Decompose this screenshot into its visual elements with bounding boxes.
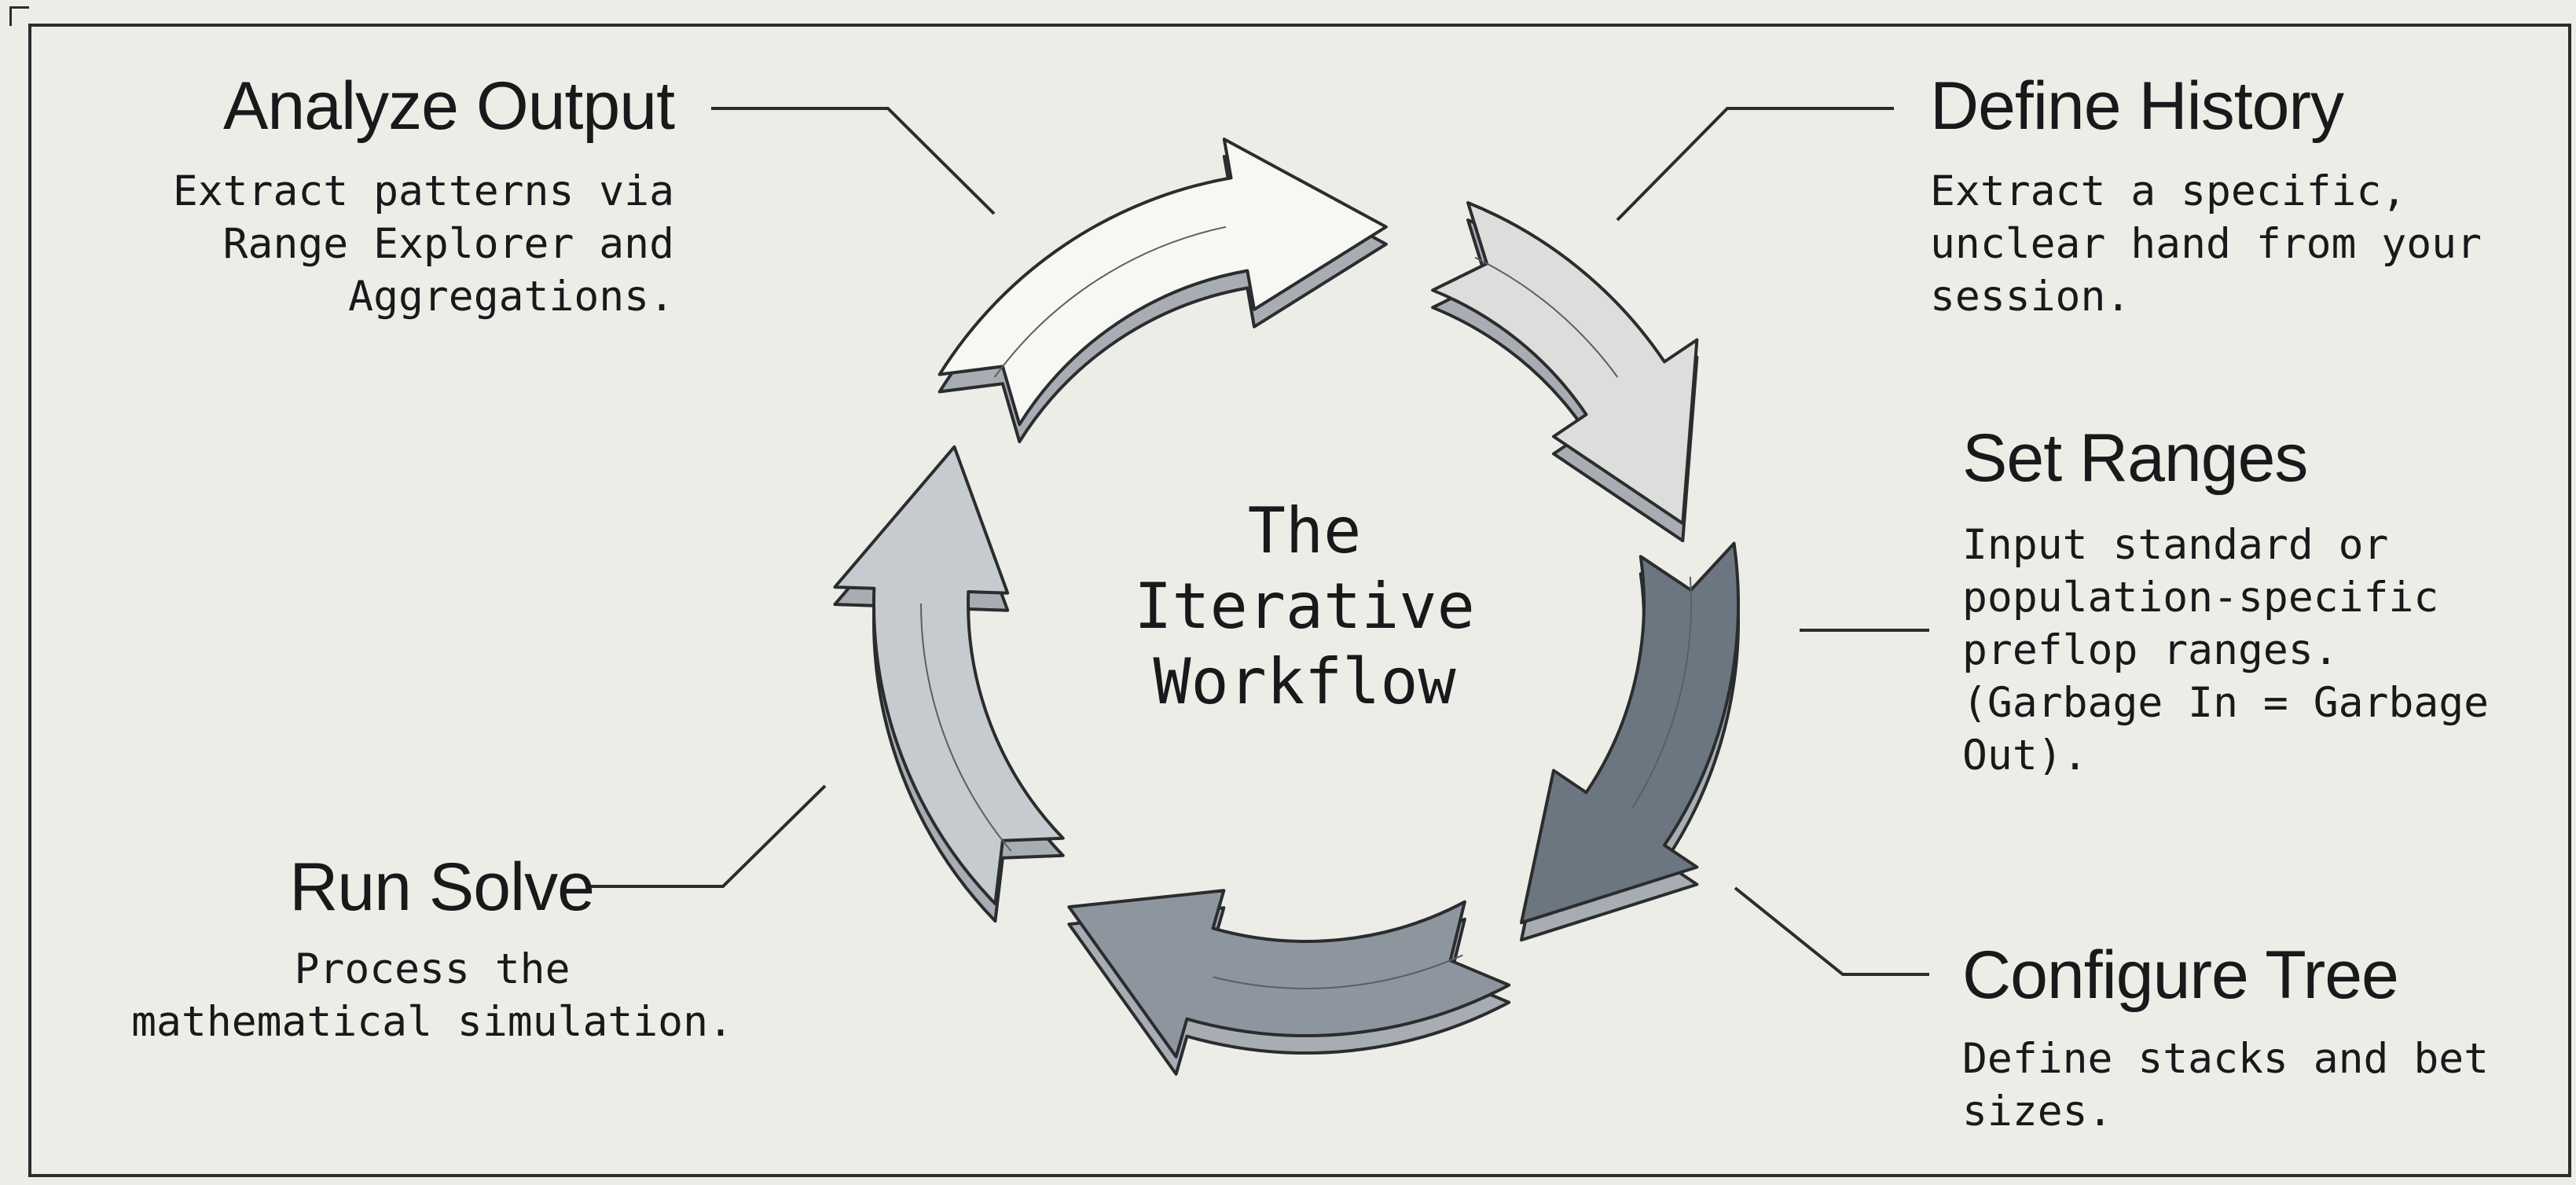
step-desc-define-history: Extract a specific, unclear hand from yo… (1930, 167, 2482, 321)
arrow-analyze-output-guide (993, 226, 1227, 378)
diagram-frame (28, 24, 2571, 1177)
arrow-set-ranges (833, 445, 1065, 923)
arrow-define-history-face (1431, 201, 1699, 526)
step-desc-set-ranges: Input standard or population-specific pr… (1962, 521, 2490, 780)
corner-mark (9, 6, 29, 26)
arrow-define-history-guide (1474, 256, 1619, 378)
arrow-run-solve (1067, 889, 1511, 1076)
connector-lines (585, 107, 1929, 976)
step-title-set-ranges: Set Ranges (1962, 420, 2308, 496)
arrow-analyze-output (938, 138, 1388, 444)
connector-run-solve (585, 784, 827, 888)
arrow-run-solve-guide (1213, 954, 1463, 989)
connector-analyze-output (711, 107, 996, 215)
cycle-ring (833, 138, 1740, 1076)
step-title-configure-tree: Configure Tree (1962, 937, 2399, 1013)
arrow-set-ranges-face (833, 445, 1065, 906)
arrow-configure-tree-guide (1631, 576, 1692, 809)
arrow-run-solve-face (1067, 889, 1511, 1058)
step-desc-configure-tree: Define stacks and bet sizes. (1962, 1035, 2490, 1135)
step-title-analyze-output: Analyze Output (222, 68, 675, 144)
arrow-configure-tree-face (1520, 541, 1740, 925)
connector-configure-tree (1734, 886, 1929, 976)
arrow-analyze-output-face (938, 138, 1388, 427)
step-desc-analyze-output: Extract patterns via Range Explorer and … (172, 167, 674, 321)
step-title-run-solve: Run Solve (289, 849, 595, 925)
connector-define-history (1616, 107, 1894, 222)
step-desc-run-solve: Process the mathematical simulation. (131, 945, 733, 1046)
arrow-set-ranges-guide (920, 603, 1012, 852)
arrow-define-history (1431, 201, 1699, 543)
step-title-define-history: Define History (1930, 68, 2344, 144)
arrow-configure-tree (1520, 541, 1740, 942)
center-title: The Iterative Workflow (1134, 494, 1475, 718)
